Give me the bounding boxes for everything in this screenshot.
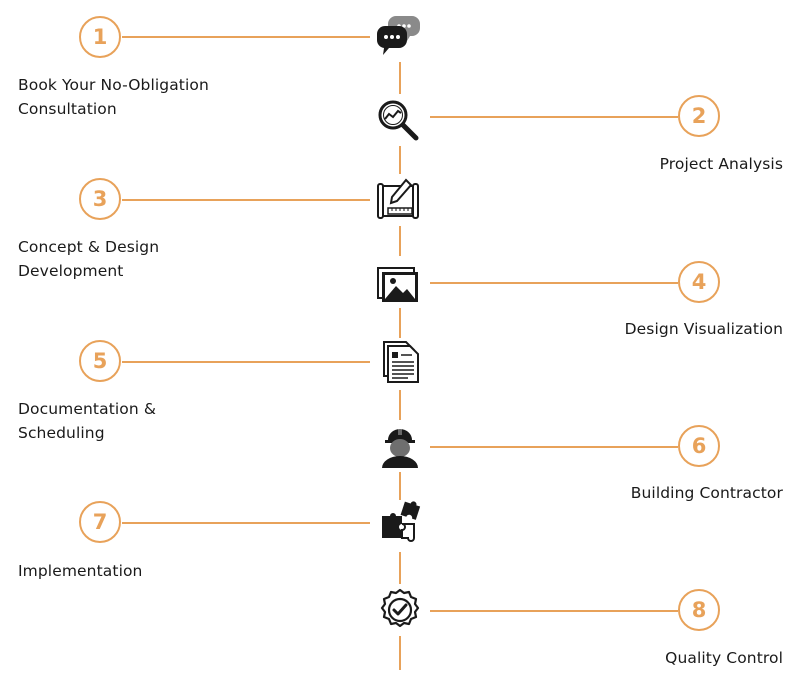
timeline-segment: [399, 62, 401, 94]
step-8-badge: 8: [678, 589, 720, 631]
timeline-segment: [399, 226, 401, 256]
timeline-segment: [399, 390, 401, 420]
label-line: Documentation &: [18, 400, 157, 418]
step-number: 5: [92, 349, 108, 373]
blueprint-pencil-icon: [376, 178, 420, 222]
magnifier-analysis-icon: [376, 98, 420, 142]
chat-bubbles-icon: [376, 14, 420, 58]
builder-hardhat-icon: [378, 424, 422, 468]
step-number: 6: [691, 434, 707, 458]
picture-gallery-icon: [376, 262, 420, 306]
step-2-label: Project Analysis: [660, 152, 783, 176]
step-2-badge: 2: [678, 95, 720, 137]
label-line: Project Analysis: [659, 155, 783, 173]
connector-line-4: [430, 282, 678, 284]
step-8-label: Quality Control: [665, 646, 783, 670]
connector-line-1: [122, 36, 370, 38]
quality-badge-check-icon: [378, 588, 422, 632]
step-4-badge: 4: [678, 261, 720, 303]
step-5-badge: 5: [79, 340, 121, 382]
step-6-label: Building Contractor: [631, 481, 783, 505]
timeline-segment: [399, 308, 401, 338]
step-number: 4: [691, 270, 707, 294]
connector-line-6: [430, 446, 678, 448]
timeline-segment: [399, 146, 401, 174]
timeline-segment: [399, 472, 401, 500]
step-number: 7: [92, 510, 108, 534]
timeline-segment: [399, 552, 401, 584]
step-5-label: Documentation & Scheduling: [18, 397, 156, 445]
label-line: Consultation: [18, 100, 117, 118]
label-line: Building Contractor: [630, 484, 783, 502]
timeline-segment: [399, 636, 401, 670]
step-7-label: Implementation: [18, 559, 142, 583]
step-1-label: Book Your No-Obligation Consultation: [18, 73, 209, 121]
label-line: Quality Control: [665, 649, 783, 667]
label-line: Scheduling: [18, 424, 105, 442]
step-1-badge: 1: [79, 16, 121, 58]
step-4-label: Design Visualization: [625, 317, 783, 341]
puzzle-pieces-icon: [378, 500, 422, 544]
step-number: 8: [691, 598, 707, 622]
connector-line-8: [430, 610, 678, 612]
connector-line-2: [430, 116, 678, 118]
label-line: Development: [18, 262, 124, 280]
connector-line-7: [122, 522, 370, 524]
connector-line-5: [122, 361, 370, 363]
step-number: 2: [691, 104, 707, 128]
connector-line-3: [122, 199, 370, 201]
label-line: Design Visualization: [624, 320, 783, 338]
step-3-label: Concept & Design Development: [18, 235, 159, 283]
label-line: Implementation: [18, 562, 143, 580]
label-line: Book Your No-Obligation: [18, 76, 209, 94]
step-6-badge: 6: [678, 425, 720, 467]
step-7-badge: 7: [79, 501, 121, 543]
step-3-badge: 3: [79, 178, 121, 220]
step-number: 1: [92, 25, 108, 49]
label-line: Concept & Design: [18, 238, 160, 256]
step-number: 3: [92, 187, 108, 211]
documents-icon: [378, 340, 422, 384]
